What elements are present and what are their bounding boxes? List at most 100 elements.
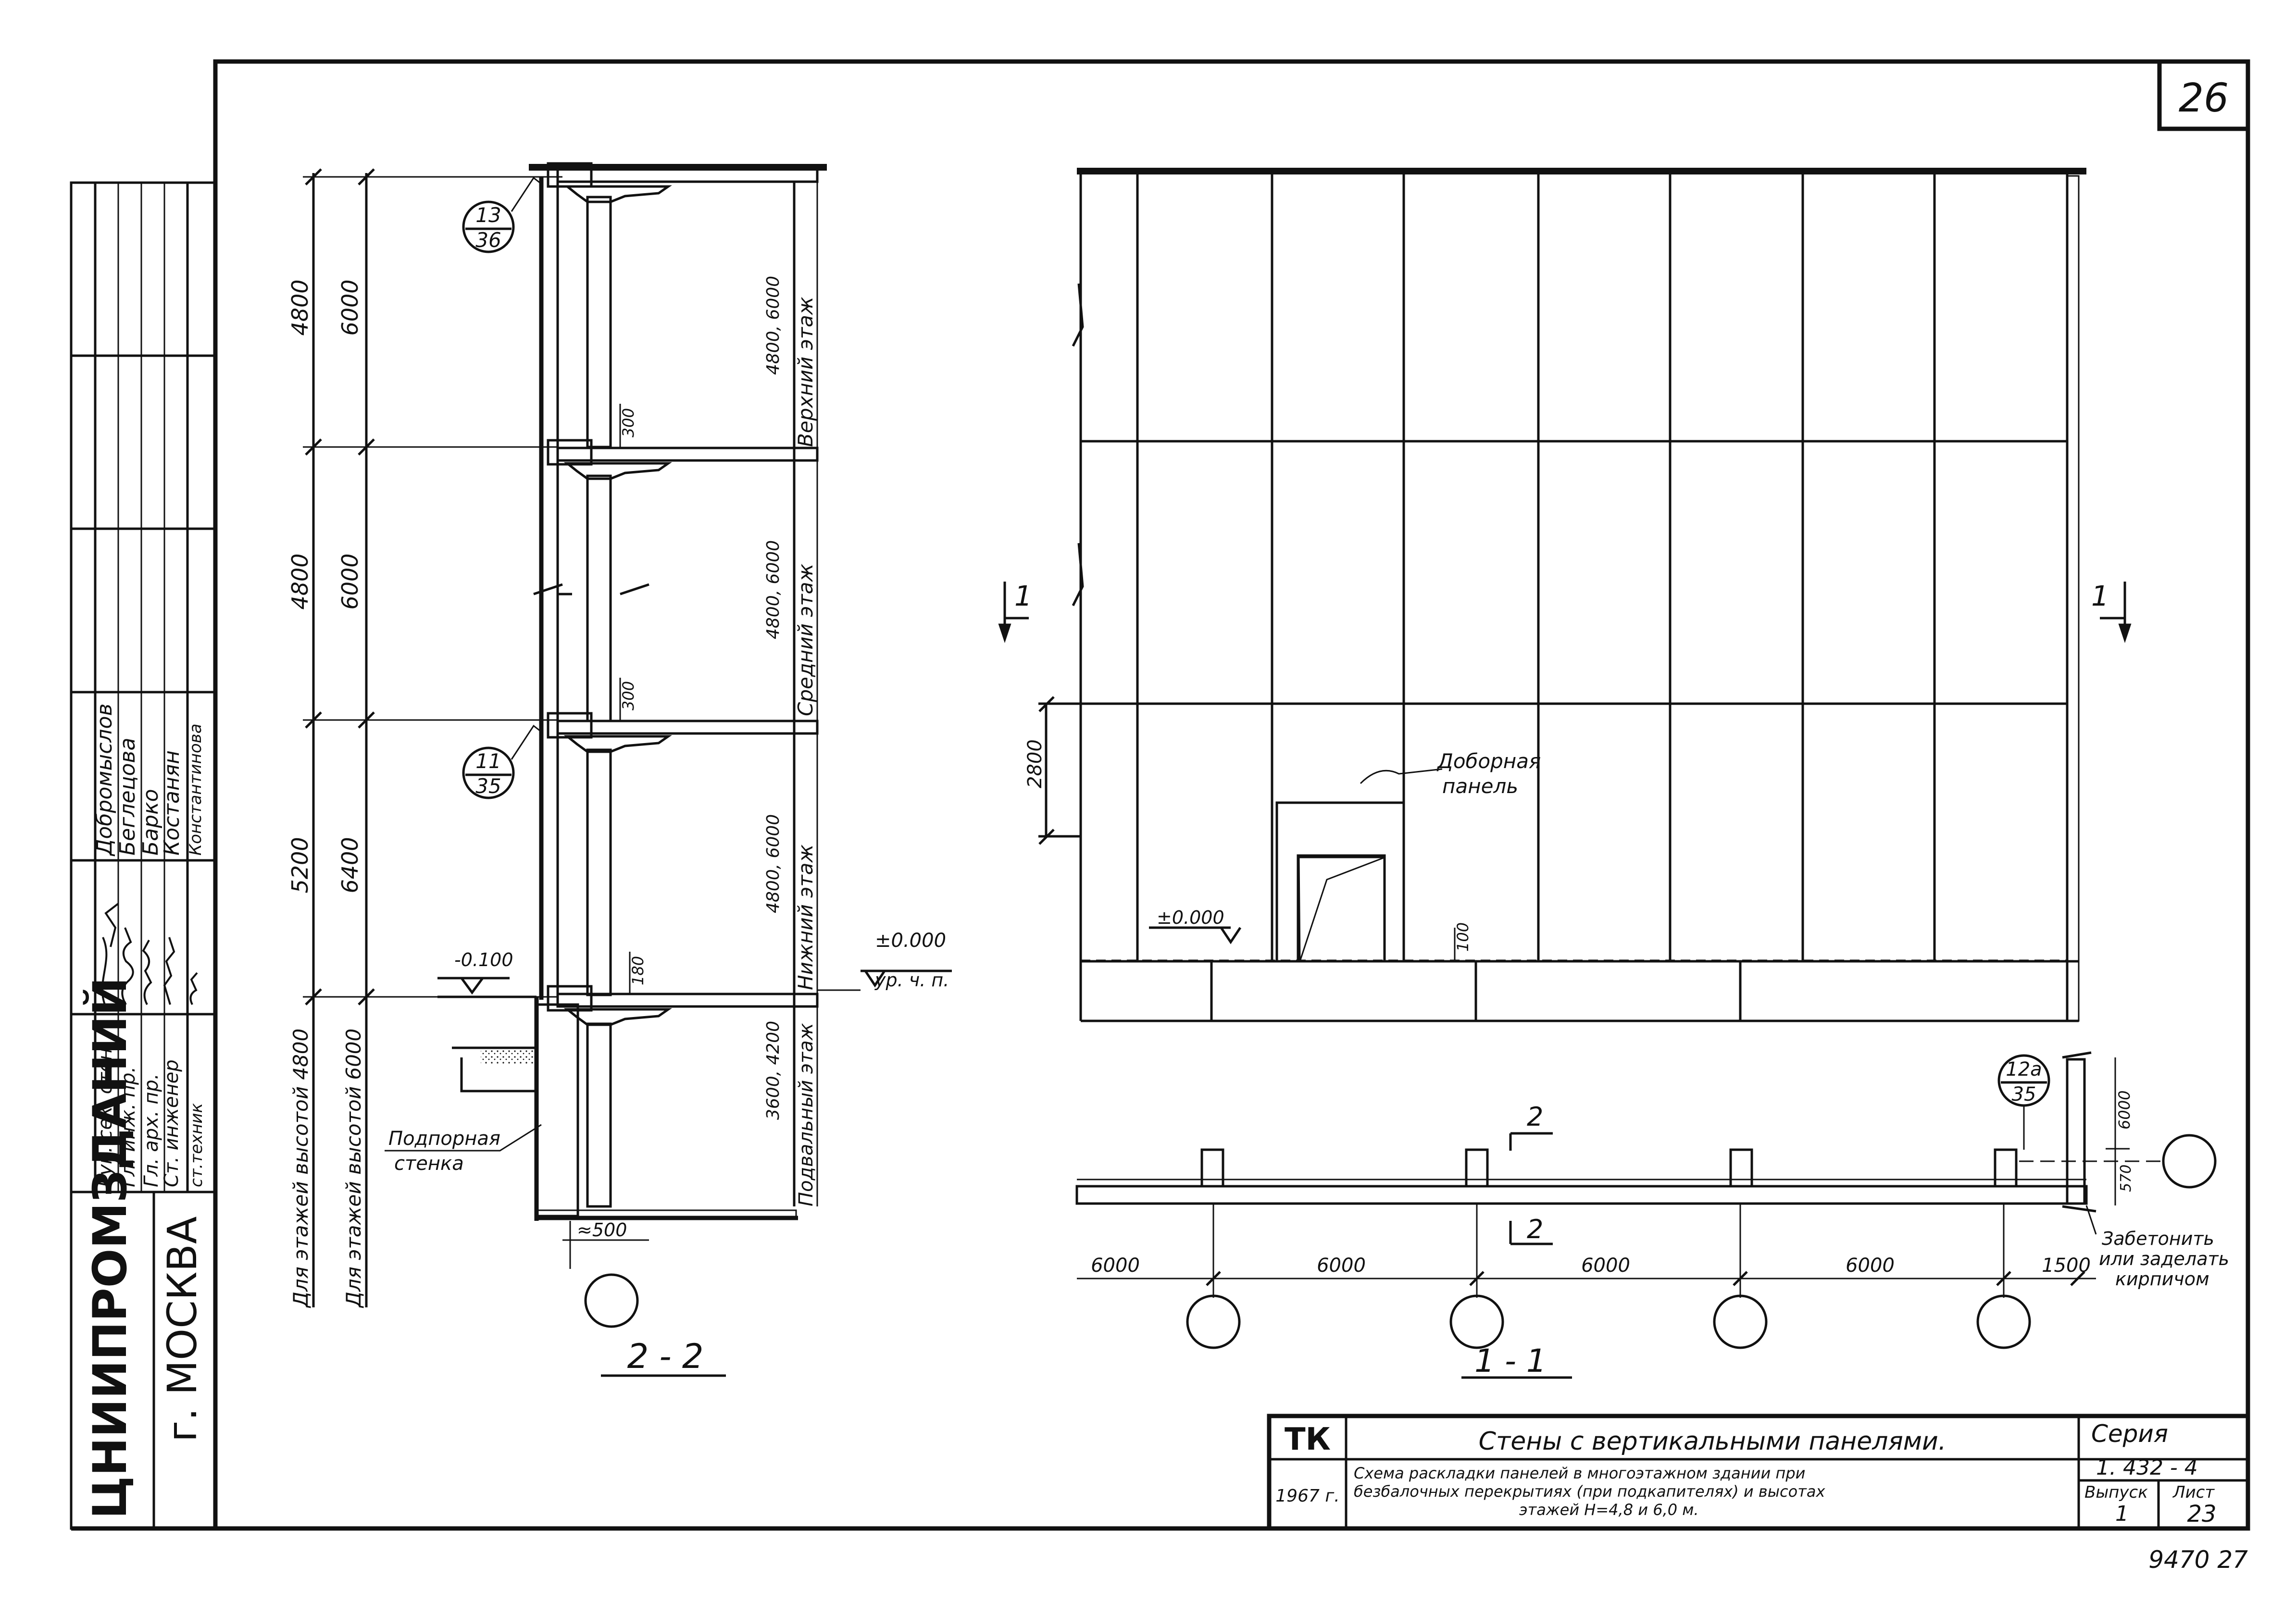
svg-text:13: 13: [475, 203, 501, 227]
cut-label-2-top: 2: [1527, 1102, 1543, 1132]
note-height-6000: Для этажей высотой 6000: [342, 1029, 365, 1308]
axis-bubble-2: [1449, 1294, 1504, 1349]
title-code: ТК: [1285, 1422, 1331, 1457]
cut-label-2-bottom: 2: [1527, 1214, 1543, 1244]
organization-name: ЦНИИПРОМЗДАНИЙ: [83, 977, 137, 1519]
title-desc-1: Схема раскладки панелей в многоэтажном з…: [1354, 1464, 1805, 1482]
dim-2800: 2800: [1024, 739, 1046, 788]
signature-name-1: Добромыслов: [92, 704, 117, 857]
cut-label-right: 1: [2091, 580, 2109, 612]
signature-name-3: Барко: [138, 789, 163, 856]
axis-bubble-section: [584, 1273, 639, 1328]
organization-stamp: Добромыслов Беглецова Барко Костанян Кон…: [70, 181, 217, 1530]
title-block: ТК Стены с вертикальными панелями. 1967 …: [1267, 1414, 2250, 1531]
plan-side-dim-6000: 6000: [2115, 1091, 2134, 1130]
dim-offset-500: ≈500: [577, 1219, 627, 1241]
slab-dim-2: 300: [619, 681, 637, 710]
signature-name-5: Константинова: [186, 723, 205, 856]
svg-text:11: 11: [475, 749, 501, 773]
floor-label-mid: Средний этаж: [794, 563, 817, 716]
signature-role-1: Рук. сек. стен: [94, 1048, 116, 1187]
issue-value: 1: [2115, 1502, 2129, 1526]
sheet-value: 23: [2187, 1501, 2216, 1527]
svg-text:35: 35: [475, 774, 501, 798]
sheet-frame: [70, 59, 2250, 1531]
base-dim-100: 100: [1454, 922, 1472, 952]
floor-heights-basement: 3600, 4200: [763, 1021, 783, 1120]
axis-bubble-1: [1186, 1294, 1241, 1349]
signature-role-5: ст.техник: [187, 1103, 206, 1187]
plan-1-1: 6000 6000 6000 6000 1500 6000 570 12а 35: [1075, 1051, 2229, 1379]
cut-marker-1-right: [2100, 582, 2132, 643]
dim-4800-top: 4800: [287, 279, 313, 335]
retaining-wall-label-2: стенка: [394, 1153, 464, 1175]
plan-span-5: 1500: [2042, 1254, 2091, 1277]
floor-heights-mid: 4800, 6000: [763, 540, 783, 639]
slab-dim-1: 300: [619, 408, 637, 437]
level-zero-elevation: ±0.000: [1157, 907, 1224, 928]
section-2-2: 4800 6000 4800 6000 5200 6400 Для этажей…: [287, 162, 952, 1377]
axis-bubble-4: [1976, 1294, 2031, 1349]
cut-marker-2: [1509, 1132, 1553, 1245]
title-year: 1967 г.: [1275, 1486, 1339, 1506]
retaining-wall-label-1: Подпорная: [388, 1128, 500, 1150]
plan-span-4: 6000: [1846, 1254, 1895, 1277]
title-main: Стены с вертикальными панелями.: [1479, 1427, 1947, 1456]
plan-side-dim-570: 570: [2118, 1165, 2134, 1192]
signature-role-4: Ст. инженер: [161, 1059, 183, 1187]
series-value: 1. 432 - 4: [2096, 1455, 2198, 1480]
dim-6400-low: 6400: [337, 837, 363, 893]
signature-name-4: Костанян: [160, 750, 184, 856]
floor-label-low: Нижний этаж: [794, 844, 817, 990]
note-height-4800: Для этажей высотой 4800: [289, 1029, 312, 1308]
plan-note-1: Забетонить: [2102, 1228, 2214, 1249]
signature-role-3: Гл. арх. пр.: [140, 1073, 162, 1187]
plan-span-3: 6000: [1581, 1254, 1630, 1277]
extra-panel-label-1: Доборная: [1436, 749, 1541, 773]
signature-role-2: Гл. инж. пр.: [117, 1067, 139, 1187]
slab-dim-3: 180: [629, 956, 647, 985]
page-number-box: 26: [2157, 59, 2250, 131]
cut-marker-1-left: [998, 582, 1029, 643]
facade-elevation: Доборная панель 2800 ±0.000 100 1 1: [998, 168, 2132, 1022]
issue-label: Выпуск: [2084, 1483, 2148, 1502]
signature-name-2: Беглецова: [115, 738, 140, 856]
plan-columns: [1200, 1148, 2018, 1188]
extra-panel-label-2: панель: [1442, 774, 1518, 798]
page-number: 26: [2179, 75, 2229, 121]
floor-heights-top: 4800, 6000: [763, 276, 783, 375]
dim-5200-low: 5200: [287, 837, 313, 893]
level-minus-0100: -0.100: [454, 949, 513, 970]
sheet-label: Лист: [2172, 1483, 2215, 1502]
cut-label-left: 1: [1014, 580, 1032, 612]
plan-span-2: 6000: [1317, 1254, 1366, 1277]
floor-label-basement: Подвальный этаж: [795, 1023, 817, 1206]
svg-text:35: 35: [2012, 1083, 2036, 1105]
floor-heights-low: 4800, 6000: [763, 814, 783, 913]
title-desc-2: безбалочных перекрытиях (при подкапителя…: [1354, 1482, 1825, 1501]
level-zero-note: ур. ч. п.: [874, 969, 949, 991]
callout-12a-35: 12а 35: [1997, 1054, 2050, 1150]
svg-text:36: 36: [475, 228, 501, 252]
section-2-2-label: 2 - 2: [627, 1337, 704, 1376]
callout-13-36: 13 36: [462, 176, 543, 253]
callout-11-35: 11 35: [462, 724, 543, 799]
organization-city: г. МОСКВА: [159, 1216, 206, 1442]
title-desc-3: этажей H=4,8 и 6,0 м.: [1519, 1501, 1699, 1519]
series-label: Серия: [2091, 1420, 2168, 1448]
axis-bubble-3: [1713, 1294, 1768, 1349]
handwritten-signatures: [101, 903, 198, 1006]
dim-4800-mid: 4800: [287, 553, 313, 609]
plan-span-1: 6000: [1091, 1254, 1140, 1277]
svg-text:12а: 12а: [2006, 1058, 2042, 1080]
plan-1-1-label: 1 - 1: [1474, 1342, 1547, 1379]
floor-label-top: Верхний этаж: [794, 297, 817, 447]
plan-note-3: кирпичом: [2115, 1268, 2209, 1290]
plan-note-2: или заделать: [2099, 1248, 2229, 1269]
footer-number: 9470 27: [2148, 1546, 2248, 1574]
axis-bubble-side: [2162, 1134, 2217, 1189]
columns: [563, 185, 672, 1208]
dim-6000-top: 6000: [337, 279, 363, 335]
dim-6000-mid: 6000: [337, 553, 363, 609]
